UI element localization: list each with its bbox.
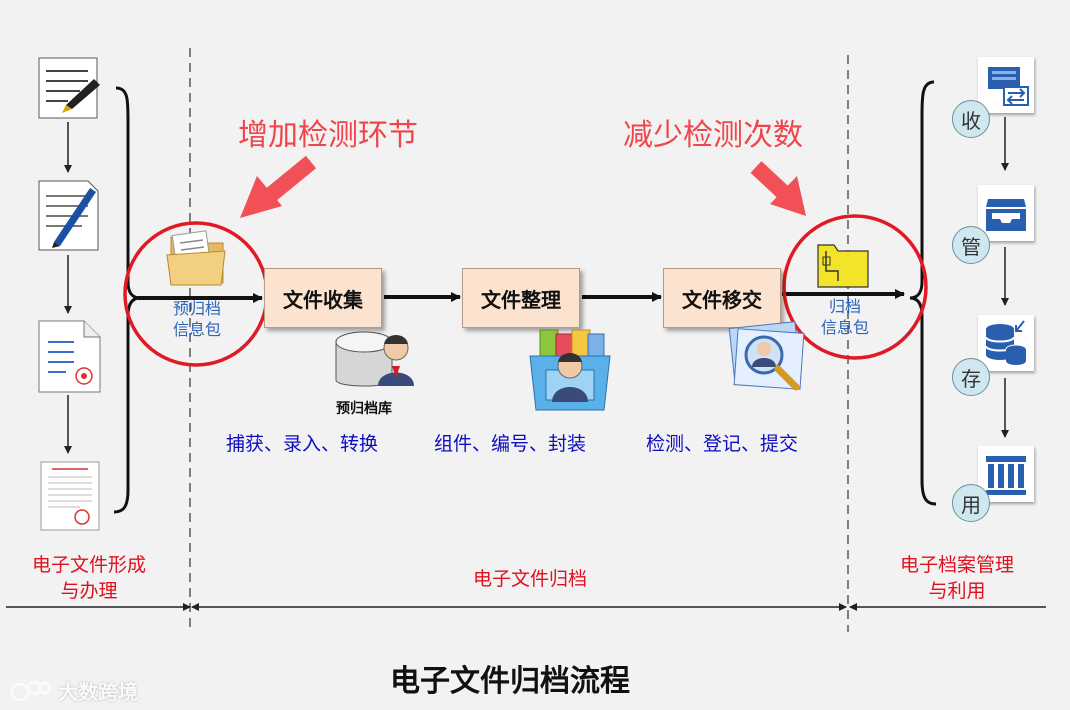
step-label-transfer: 检测、登记、提交 [646,429,798,456]
phase-management-line2: 与利用 [872,578,1042,604]
phase-formation-label: 电子文件形成 与办理 [4,552,174,604]
pre-archive-package-label: 预归档 信息包 [162,298,232,340]
phase-formation-line2: 与办理 [4,578,174,604]
stage-store: 存 [952,358,990,396]
reduce-detection-annotation: 减少检测次数 [623,110,803,154]
yellow-package-icon [816,241,872,291]
watermark: 大数跨境 [10,676,138,705]
magnifier-documents-icon [726,315,818,397]
phase-management-line1: 电子档案管理 [872,552,1042,578]
stamped-document-icon [38,320,102,394]
manage-tile [978,185,1034,241]
step-label-collect: 捕获、录入、转换 [226,429,378,456]
receive-tile [978,57,1034,113]
official-document-icon [40,461,102,533]
folder-documents-icon [165,229,227,287]
database-user-icon [334,328,420,396]
database-import-icon [978,315,1034,371]
phase-management-label: 电子档案管理 与利用 [872,552,1042,604]
phase-archiving-label: 电子文件归档 [440,566,620,592]
store-tile [978,315,1034,371]
watermark-text: 大数跨境 [58,676,138,705]
step-label-organize: 组件、编号、封装 [434,429,586,456]
stage-receive: 收 [952,100,990,138]
archive-package-line1: 归档 [810,296,880,317]
pre-archive-package-line2: 信息包 [162,319,232,340]
red-arrow-right [756,167,806,216]
stage-use: 用 [952,484,990,522]
phase-formation-line1: 电子文件形成 [4,552,174,578]
diagram-title: 电子文件归档流程 [360,656,660,700]
archive-package-line2: 信息包 [810,317,880,338]
pre-archive-package-line1: 预归档 [162,298,232,319]
inbox-tray-icon [978,185,1034,241]
add-detection-annotation: 增加检测环节 [238,110,418,154]
stage-manage: 管 [952,226,990,264]
writing-document-icon [38,57,102,121]
process-box-collect: 文件收集 [264,268,382,328]
process-box-organize: 文件整理 [462,268,580,328]
archive-package-label: 归档 信息包 [810,296,880,338]
server-transfer-icon [978,57,1034,113]
pre-archive-db-label: 预归档库 [336,398,392,418]
pen-document-icon [38,180,102,252]
watermark-logo-icon [10,678,52,704]
red-arrow-left [240,162,311,218]
binders-user-icon [526,326,614,412]
